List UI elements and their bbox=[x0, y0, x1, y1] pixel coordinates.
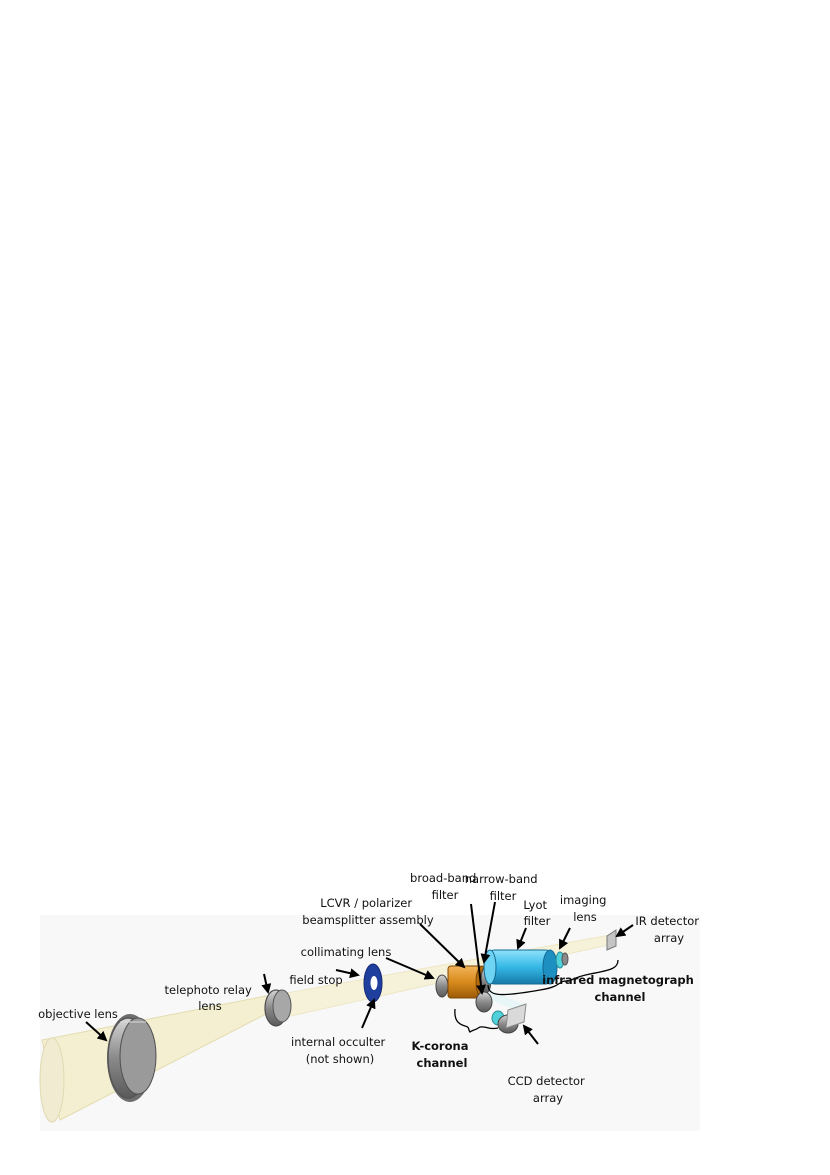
label-field-stop: field stop bbox=[289, 973, 342, 987]
arrow-imaging-lens bbox=[559, 927, 571, 950]
imaging-lens-element bbox=[555, 951, 569, 969]
label-imaging-lens: imaging lens bbox=[560, 893, 610, 924]
label-narrow-band-filter: narrow-band filter bbox=[465, 872, 542, 903]
k-corona-optics bbox=[475, 991, 527, 1034]
label-ir-detector-array: IR detector array bbox=[635, 914, 702, 945]
arrow-broad-band-filter bbox=[470, 903, 486, 995]
k-corona-channel-brace bbox=[454, 1008, 499, 1033]
label-objective-lens: objective lens bbox=[38, 1007, 118, 1021]
arrow-objective-lens bbox=[85, 1021, 108, 1042]
arrow-ccd-detector-array bbox=[522, 1024, 539, 1045]
arrow-telephoto-relay-lens bbox=[261, 973, 272, 994]
arrow-lyot-filter bbox=[516, 927, 527, 950]
label-internal-occulter: internal occulter (not shown) bbox=[291, 1035, 389, 1066]
label-collimating-lens: collimating lens bbox=[301, 945, 392, 959]
label-telephoto-relay-lens: telephoto relay lens bbox=[165, 983, 256, 1013]
label-ccd-detector-array: CCD detector array bbox=[508, 1074, 589, 1105]
telephoto-relay-lens-element bbox=[264, 989, 292, 1027]
field-stop-element bbox=[363, 963, 383, 1003]
label-lyot-filter: Lyot filter bbox=[523, 898, 550, 928]
arrow-collimating-lens bbox=[385, 957, 435, 980]
ir-detector-element bbox=[606, 929, 617, 951]
arrow-field-stop bbox=[335, 968, 360, 979]
arrow-internal-occulter bbox=[361, 998, 376, 1029]
label-k-corona-channel: K-corona channel bbox=[412, 1039, 473, 1070]
arrow-ir-detector-array bbox=[615, 924, 634, 938]
arrow-lcvr-polarizer bbox=[419, 923, 466, 969]
collimating-lens-element bbox=[435, 974, 449, 998]
label-lcvr-polarizer: LCVR / polarizer beamsplitter assembly bbox=[302, 896, 434, 927]
infrared-channel-brace bbox=[487, 959, 619, 996]
arrow-narrow-band-filter bbox=[480, 901, 496, 964]
objective-lens-element bbox=[39, 1014, 157, 1123]
arrows bbox=[85, 901, 634, 1045]
lyot-filter-element bbox=[483, 949, 558, 985]
label-infrared-magnetograph-channel: infrared magnetograph channel bbox=[542, 973, 698, 1004]
label-broad-band-filter: broad-band filter bbox=[410, 871, 480, 902]
